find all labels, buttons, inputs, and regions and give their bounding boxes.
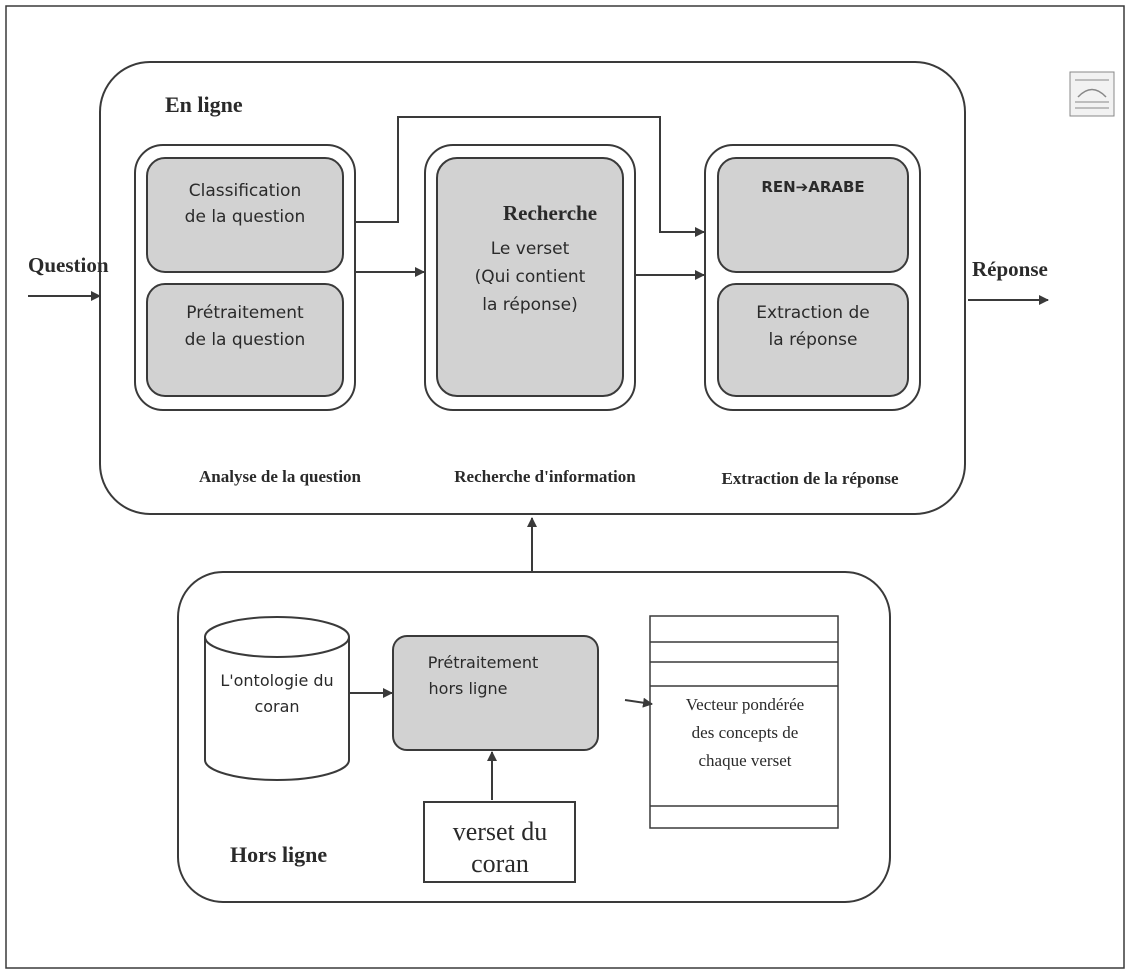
question-preprocessing-line1: Prétraitement [186, 303, 304, 323]
offline-preprocessing-box [392, 635, 599, 751]
preprocessing-to-vector-arrow [624, 697, 653, 708]
classification-bypass-arrow [355, 116, 705, 237]
offline-preprocessing-line2: hors ligne [429, 679, 508, 698]
weighted-vector-table [649, 615, 839, 829]
vector-line2: des concepts de [692, 723, 799, 742]
verse-box [423, 801, 576, 883]
analysis-group [134, 144, 356, 411]
classification-box [146, 157, 344, 273]
retrieval-caption: Recherche d'information [454, 467, 636, 486]
online-container [99, 61, 966, 515]
classification-line1: Classification [189, 181, 301, 201]
vector-line3: chaque verset [699, 751, 792, 770]
offline-container [177, 571, 891, 903]
retrieval-box [436, 157, 624, 397]
answer-extraction-box [717, 283, 909, 397]
vector-line1: Vecteur pondérée [686, 695, 804, 714]
classification-line2: de la question [185, 207, 306, 227]
extraction-group [704, 144, 921, 411]
extraction-caption: Extraction de la réponse [721, 469, 899, 488]
answer-extraction-line1: Extraction de [756, 303, 869, 323]
question-input-label: Question [28, 253, 109, 277]
question-preprocessing-box [146, 283, 344, 397]
verse-line2: coran [471, 849, 529, 878]
retrieval-group [424, 144, 636, 411]
verse-line1: verset du [453, 817, 548, 846]
translation-box [717, 157, 909, 273]
offline-title: Hors ligne [230, 842, 327, 867]
answer-extraction-line2: la réponse [769, 330, 858, 350]
retrieval-title: Recherche [503, 201, 597, 225]
retrieval-line1: Le verset [491, 239, 570, 259]
page-frame [5, 5, 1125, 969]
ontology-line1: L'ontologie du [220, 671, 333, 690]
retrieval-line3: la réponse) [482, 295, 578, 315]
ontology-database-icon [204, 616, 350, 781]
logo-icon [1069, 71, 1115, 117]
ontology-line2: coran [254, 697, 299, 716]
analysis-caption: Analyse de la question [199, 467, 362, 486]
answer-output-label: Réponse [972, 257, 1048, 281]
translation-label: REN➔ARABE [761, 178, 864, 196]
offline-preprocessing-line1: Prétraitement [428, 653, 539, 672]
retrieval-line2: (Qui contient [475, 267, 586, 287]
question-preprocessing-line2: de la question [185, 330, 306, 350]
online-title: En ligne [165, 92, 243, 117]
